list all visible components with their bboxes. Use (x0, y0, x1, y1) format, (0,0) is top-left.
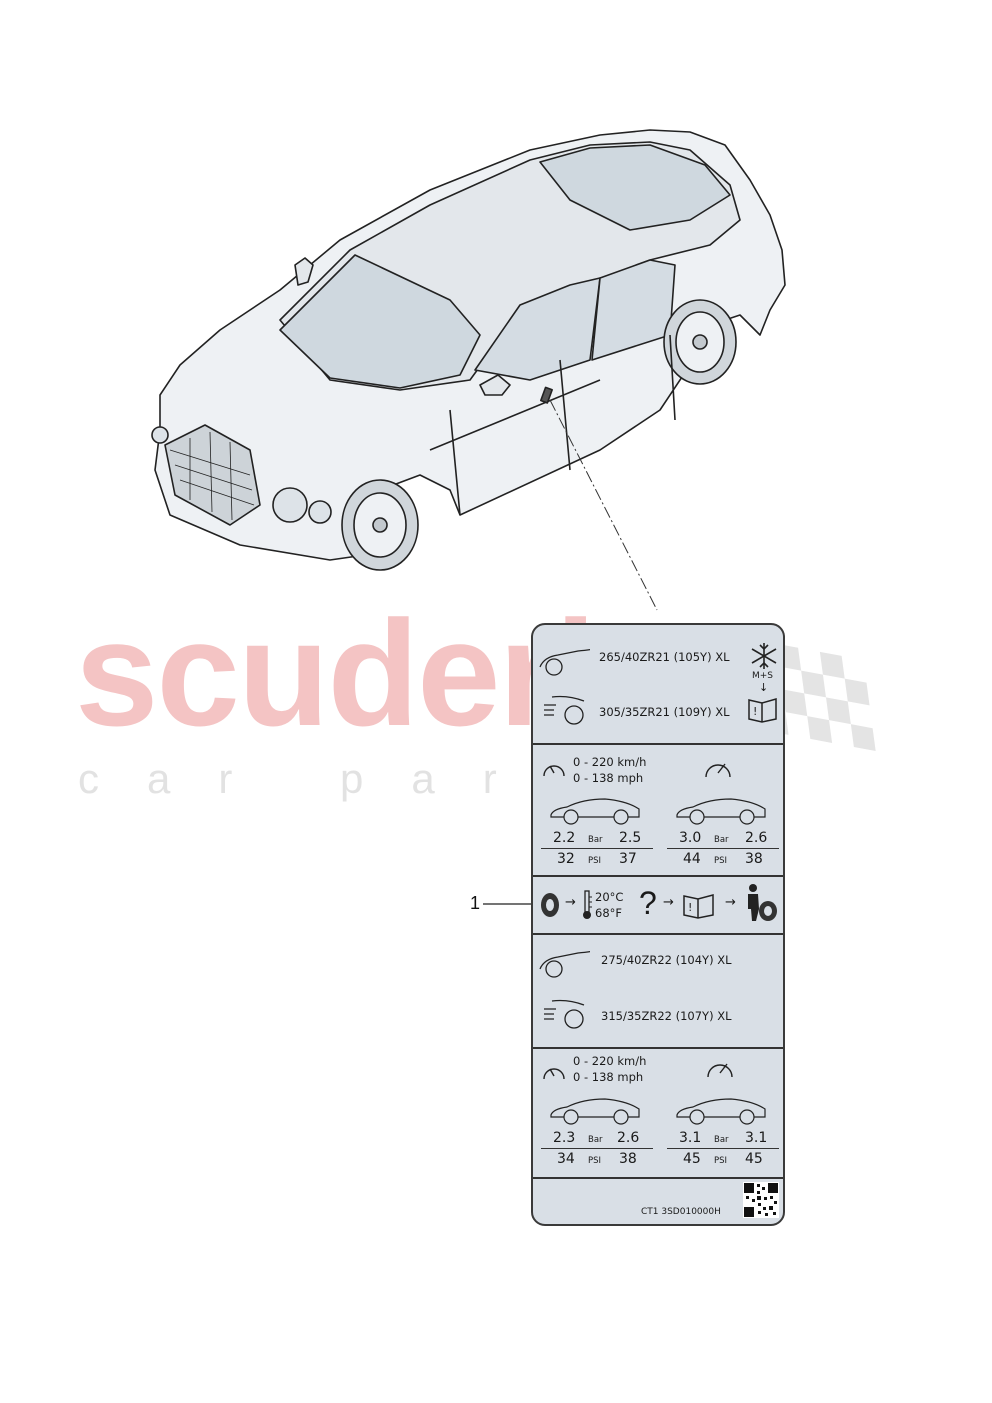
car-silhouette-icon (676, 1098, 766, 1125)
car-illustration (151, 129, 786, 571)
optional-rear-tire: 315/35ZR22 (107Y) XL (601, 1009, 732, 1023)
arrow-down-icon: ↓ (759, 681, 769, 694)
unit-bar: Bar (588, 835, 603, 845)
callout-number: 1 (470, 893, 481, 913)
manual-book-icon: ! (683, 894, 714, 919)
car-rear-icon (544, 695, 585, 725)
optional-high-bar-front: 3.1 (679, 1130, 702, 1146)
optional-speed-mph: 0 - 138 mph (573, 1070, 644, 1084)
optional-low-bar-rear: 2.6 (617, 1130, 640, 1146)
standard-rear-tire: 305/35ZR21 (109Y) XL (599, 705, 730, 719)
svg-text:!: ! (753, 705, 757, 718)
mechanic-icon (748, 884, 777, 921)
manual-book-icon: ! (748, 698, 777, 723)
standard-low-psi-rear: 37 (619, 851, 637, 867)
question-icon: ? (639, 885, 657, 921)
optional-speed-kmh: 0 - 220 km/h (573, 1054, 647, 1068)
tyre-pressure-label: 265/40ZR21 (105Y) XL 305/35ZR21 (109Y) X… (531, 623, 785, 1226)
car-rear-icon (544, 999, 585, 1029)
label-part-code: CT1 3SD010000H (641, 1207, 721, 1217)
qr-code-icon (743, 1182, 779, 1218)
optional-high-bar-rear: 3.1 (745, 1130, 768, 1146)
optional-high-psi-rear: 45 (745, 1151, 763, 1167)
arrow-icon: → (565, 895, 576, 910)
snowflake-icon (751, 643, 777, 669)
standard-low-psi-front: 32 (557, 851, 575, 867)
arrow-icon: → (663, 895, 674, 910)
standard-speed-kmh: 0 - 220 km/h (573, 755, 647, 769)
standard-high-psi-front: 44 (683, 851, 701, 867)
optional-front-tire: 275/40ZR22 (104Y) XL (601, 953, 732, 967)
standard-high-bar-front: 3.0 (679, 830, 702, 846)
svg-text:!: ! (688, 901, 692, 914)
temperature-fahrenheit: 68°F (595, 906, 622, 920)
standard-high-bar-rear: 2.6 (745, 830, 768, 846)
tire-icon (541, 893, 559, 917)
optional-high-psi-front: 45 (683, 1151, 701, 1167)
optional-low-psi-rear: 38 (619, 1151, 637, 1167)
callout-line (483, 903, 537, 905)
unit-bar: Bar (588, 1135, 603, 1145)
standard-low-bar-front: 2.2 (553, 830, 576, 846)
speedometer-high-icon (707, 1063, 733, 1078)
winter-mark: M+S (752, 671, 774, 681)
car-silhouette-icon (676, 798, 766, 825)
unit-psi: PSI (714, 856, 728, 866)
speedometer-icon (543, 1068, 565, 1080)
unit-psi: PSI (588, 1156, 602, 1166)
thermometer-icon (583, 890, 592, 919)
unit-bar: Bar (714, 1135, 729, 1145)
standard-speed-mph: 0 - 138 mph (573, 771, 644, 785)
unit-psi: PSI (714, 1156, 728, 1166)
unit-bar: Bar (714, 835, 729, 845)
standard-low-bar-rear: 2.5 (619, 830, 642, 846)
speedometer-high-icon (705, 763, 731, 778)
car-silhouette-icon (550, 798, 640, 825)
car-front-icon (539, 648, 590, 676)
leader-line (549, 399, 658, 611)
standard-front-tire: 265/40ZR21 (105Y) XL (599, 650, 730, 664)
unit-psi: PSI (588, 856, 602, 866)
temperature-celsius: 20°C (595, 890, 624, 904)
car-silhouette-icon (550, 1098, 640, 1125)
optional-low-bar-front: 2.3 (553, 1130, 576, 1146)
arrow-icon: → (725, 895, 736, 910)
standard-high-psi-rear: 38 (745, 851, 763, 867)
speedometer-icon (543, 765, 565, 777)
car-front-icon (539, 950, 590, 978)
optional-low-psi-front: 34 (557, 1151, 575, 1167)
